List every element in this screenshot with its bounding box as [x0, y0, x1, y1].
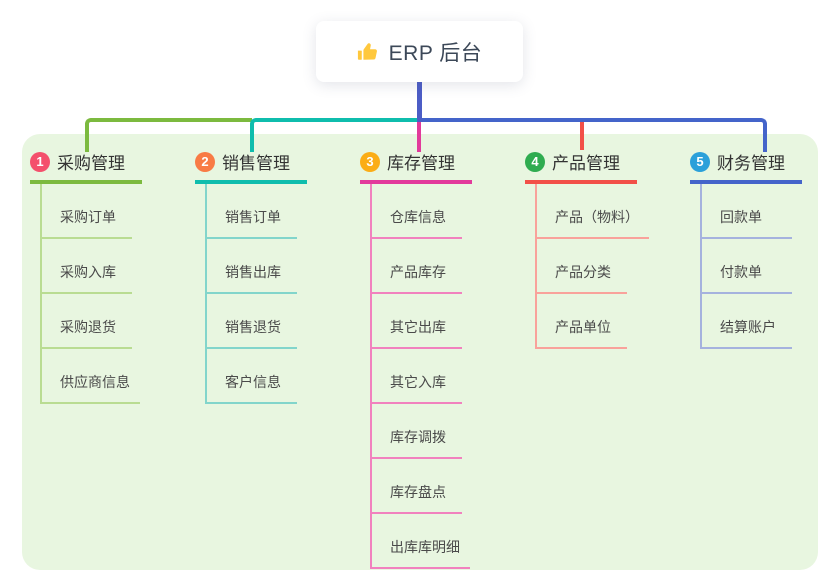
branch-inventory-children: 仓库信息 产品库存 其它出库 其它入库 库存调拨 库存盘点 出库库明细 [370, 184, 472, 569]
child-node[interactable]: 采购退货 [42, 294, 132, 349]
child-label: 其它入库 [390, 374, 446, 390]
branch-title-label: 库存管理 [387, 154, 455, 173]
root-label: ERP 后台 [388, 41, 483, 65]
child-node[interactable]: 销售退货 [207, 294, 297, 349]
connector-inventory-drop [417, 122, 421, 152]
child-node[interactable]: 产品分类 [537, 239, 627, 294]
child-label: 销售出库 [225, 264, 281, 280]
branch-finance-children: 回款单 付款单 结算账户 [700, 184, 802, 349]
child-node[interactable]: 产品库存 [372, 239, 462, 294]
child-node[interactable]: 库存调拨 [372, 404, 462, 459]
branch-product: 4 产品管理 产品（物料） 产品分类 产品单位 [525, 146, 649, 349]
child-node[interactable]: 产品（物料） [537, 184, 649, 239]
branch-finance: 5 财务管理 回款单 付款单 结算账户 [690, 146, 802, 349]
branch-number-badge: 1 [30, 151, 50, 172]
child-label: 仓库信息 [390, 209, 446, 225]
child-node[interactable]: 付款单 [702, 239, 792, 294]
branch-title-label: 产品管理 [552, 154, 620, 173]
child-node[interactable]: 供应商信息 [42, 349, 140, 404]
child-label: 付款单 [720, 264, 762, 280]
child-label: 库存调拨 [390, 429, 446, 445]
branch-sales: 2 销售管理 销售订单 销售出库 销售退货 客户信息 [195, 146, 307, 404]
child-label: 采购订单 [60, 209, 116, 225]
child-node[interactable]: 结算账户 [702, 294, 792, 349]
child-label: 产品分类 [555, 264, 611, 280]
child-label: 采购入库 [60, 264, 116, 280]
branch-product-title[interactable]: 4 产品管理 [525, 146, 637, 184]
connector-purchase-elbow [85, 118, 252, 152]
child-label: 库存盘点 [390, 484, 446, 500]
child-node[interactable]: 客户信息 [207, 349, 297, 404]
child-label: 采购退货 [60, 319, 116, 335]
branch-number-badge: 3 [360, 151, 380, 172]
branch-purchase-title[interactable]: 1 采购管理 [30, 146, 142, 184]
branch-inventory: 3 库存管理 仓库信息 产品库存 其它出库 其它入库 库存调拨 库存盘点 出库库… [360, 146, 472, 569]
child-label: 产品单位 [555, 319, 611, 335]
branch-number-badge: 2 [195, 151, 215, 172]
connector-product-drop [580, 122, 584, 150]
branch-purchase: 1 采购管理 采购订单 采购入库 采购退货 供应商信息 [30, 146, 142, 404]
connector-finance-elbow [419, 118, 767, 152]
root-stem-line [417, 80, 422, 122]
branch-sales-title[interactable]: 2 销售管理 [195, 146, 307, 184]
branch-inventory-title[interactable]: 3 库存管理 [360, 146, 472, 184]
branch-finance-title[interactable]: 5 财务管理 [690, 146, 802, 184]
branch-purchase-children: 采购订单 采购入库 采购退货 供应商信息 [40, 184, 142, 404]
branch-number-badge: 4 [525, 151, 545, 172]
child-node[interactable]: 销售出库 [207, 239, 297, 294]
thumbs-up-icon [357, 42, 377, 60]
mindmap-panel [22, 134, 818, 570]
child-node[interactable]: 采购订单 [42, 184, 132, 239]
child-label: 回款单 [720, 209, 762, 225]
child-label: 其它出库 [390, 319, 446, 335]
root-node[interactable]: ERP 后台 [316, 21, 523, 82]
child-label: 销售退货 [225, 319, 281, 335]
child-node[interactable]: 仓库信息 [372, 184, 462, 239]
branch-title-label: 采购管理 [57, 154, 125, 173]
child-node[interactable]: 采购入库 [42, 239, 132, 294]
branch-sales-children: 销售订单 销售出库 销售退货 客户信息 [205, 184, 307, 404]
branch-title-label: 销售管理 [222, 154, 290, 173]
child-label: 供应商信息 [60, 374, 130, 390]
child-node[interactable]: 销售订单 [207, 184, 297, 239]
child-node[interactable]: 出库库明细 [372, 514, 470, 569]
connector-sales-elbow [250, 118, 419, 152]
child-label: 出库库明细 [390, 539, 460, 555]
branch-product-children: 产品（物料） 产品分类 产品单位 [535, 184, 649, 349]
child-node[interactable]: 其它入库 [372, 349, 462, 404]
child-node[interactable]: 回款单 [702, 184, 792, 239]
child-node[interactable]: 库存盘点 [372, 459, 462, 514]
branch-title-label: 财务管理 [717, 154, 785, 173]
child-label: 销售订单 [225, 209, 281, 225]
child-label: 产品库存 [390, 264, 446, 280]
child-label: 结算账户 [720, 319, 776, 335]
branch-number-badge: 5 [690, 151, 710, 172]
child-node[interactable]: 产品单位 [537, 294, 627, 349]
child-label: 客户信息 [225, 374, 281, 390]
child-label: 产品（物料） [555, 209, 639, 225]
child-node[interactable]: 其它出库 [372, 294, 462, 349]
